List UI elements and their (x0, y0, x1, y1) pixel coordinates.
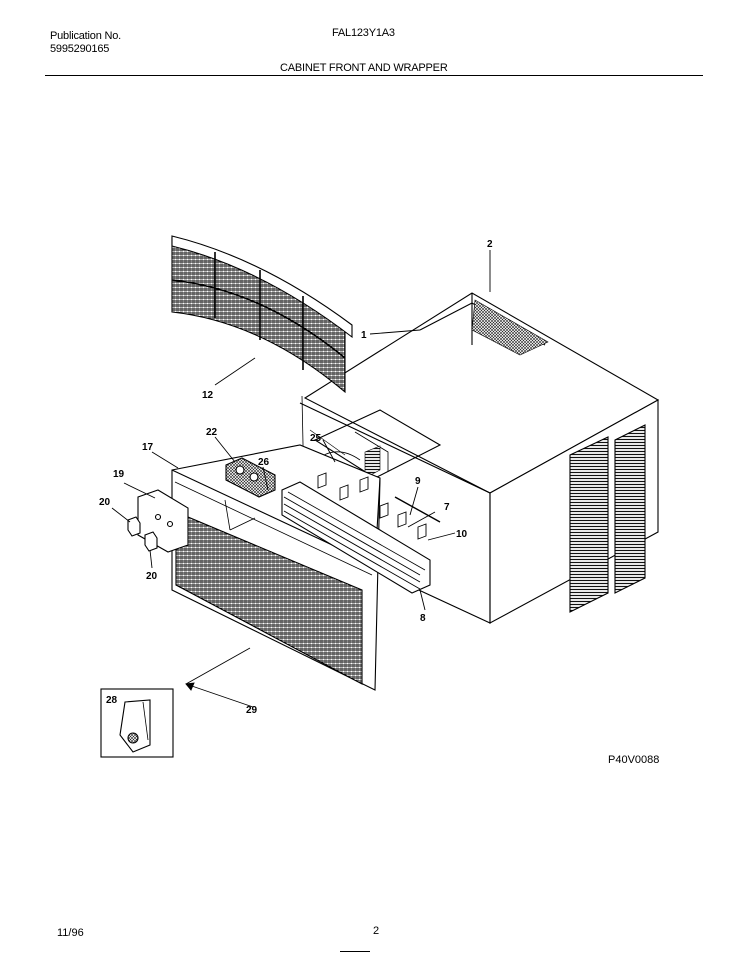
publication-number: 5995290165 (50, 43, 110, 55)
leader-lines (111, 250, 491, 708)
callout-20-upper: 20 (99, 497, 111, 508)
callout-9: 9 (415, 476, 421, 487)
air-filter (171, 235, 353, 394)
revision-date: 11/96 (57, 927, 84, 939)
callout-10: 10 (456, 529, 468, 540)
page-number: 2 (373, 925, 380, 937)
publication-label: Publication No. (50, 30, 121, 42)
callout-25: 25 (310, 433, 322, 444)
callout-20-lower: 20 (146, 571, 158, 582)
control-knobs (225, 457, 276, 498)
section-title: CABINET FRONT AND WRAPPER (280, 62, 448, 74)
cabinet-front (171, 444, 381, 691)
footer-rule (340, 951, 370, 952)
control-panel-area (309, 409, 442, 479)
louver-assembly (281, 481, 431, 594)
callout-labels: 1 2 12 17 19 20 20 22 26 25 9 7 10 8 29 … (99, 239, 493, 716)
callout-22: 22 (206, 427, 218, 438)
callout-12: 12 (202, 390, 214, 401)
callout-28: 28 (106, 695, 118, 706)
clip-detail-inset (100, 688, 174, 758)
callout-29: 29 (246, 705, 258, 716)
callout-7: 7 (444, 502, 450, 513)
vane-parts (317, 472, 441, 540)
callout-8: 8 (420, 613, 426, 624)
side-bracket (127, 489, 189, 553)
callout-1: 1 (361, 330, 367, 341)
diagram-code: P40V0088 (608, 754, 660, 766)
callout-2: 2 (487, 239, 493, 250)
callout-17: 17 (142, 442, 154, 453)
header-rule (45, 75, 703, 76)
wrapper-cabinet (299, 292, 660, 624)
model-number: FAL123Y1A3 (332, 27, 395, 39)
callout-26: 26 (258, 457, 270, 468)
callout-19: 19 (113, 469, 125, 480)
